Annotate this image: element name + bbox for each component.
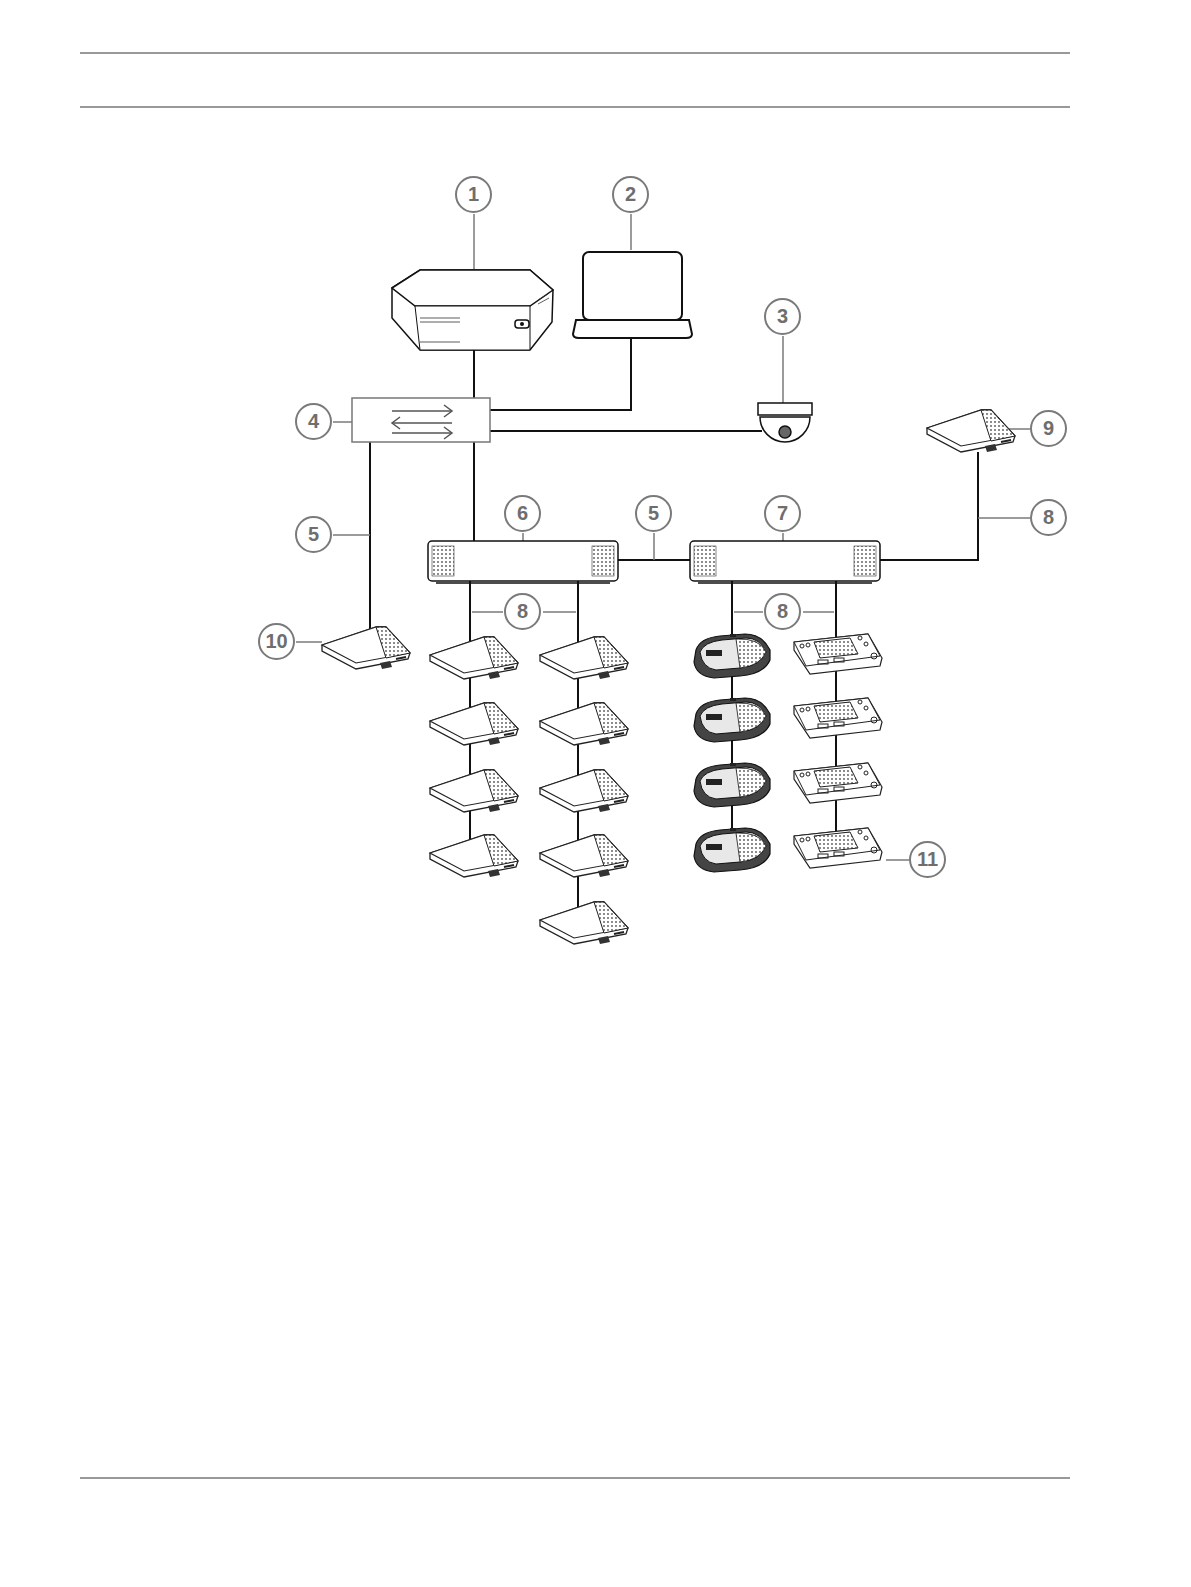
callout-number: 3 [764,298,801,335]
callout-number: 6 [504,495,541,532]
laptop [573,252,692,338]
network-switch [352,398,490,442]
callout-number: 4 [295,403,332,440]
multimedia-unit [794,634,882,868]
callout-number: 11 [909,841,946,878]
callout-number: 8 [504,593,541,630]
callout-number: 7 [764,495,801,532]
callout-number: 5 [635,495,672,532]
callout-number: 8 [764,593,801,630]
callout-number: 2 [612,176,649,213]
callout-number: 8 [1030,499,1067,536]
callout-number: 5 [295,516,332,553]
control-unit [428,541,880,583]
delegate-unit [322,410,1015,944]
leader-line [296,214,1030,860]
callout-number: 9 [1030,410,1067,447]
callout-number: 1 [455,176,492,213]
page-rule [80,53,1070,1478]
server [392,270,553,350]
discussion-unit [694,634,770,872]
callout-number: 10 [258,623,295,660]
dome-camera [758,403,812,442]
